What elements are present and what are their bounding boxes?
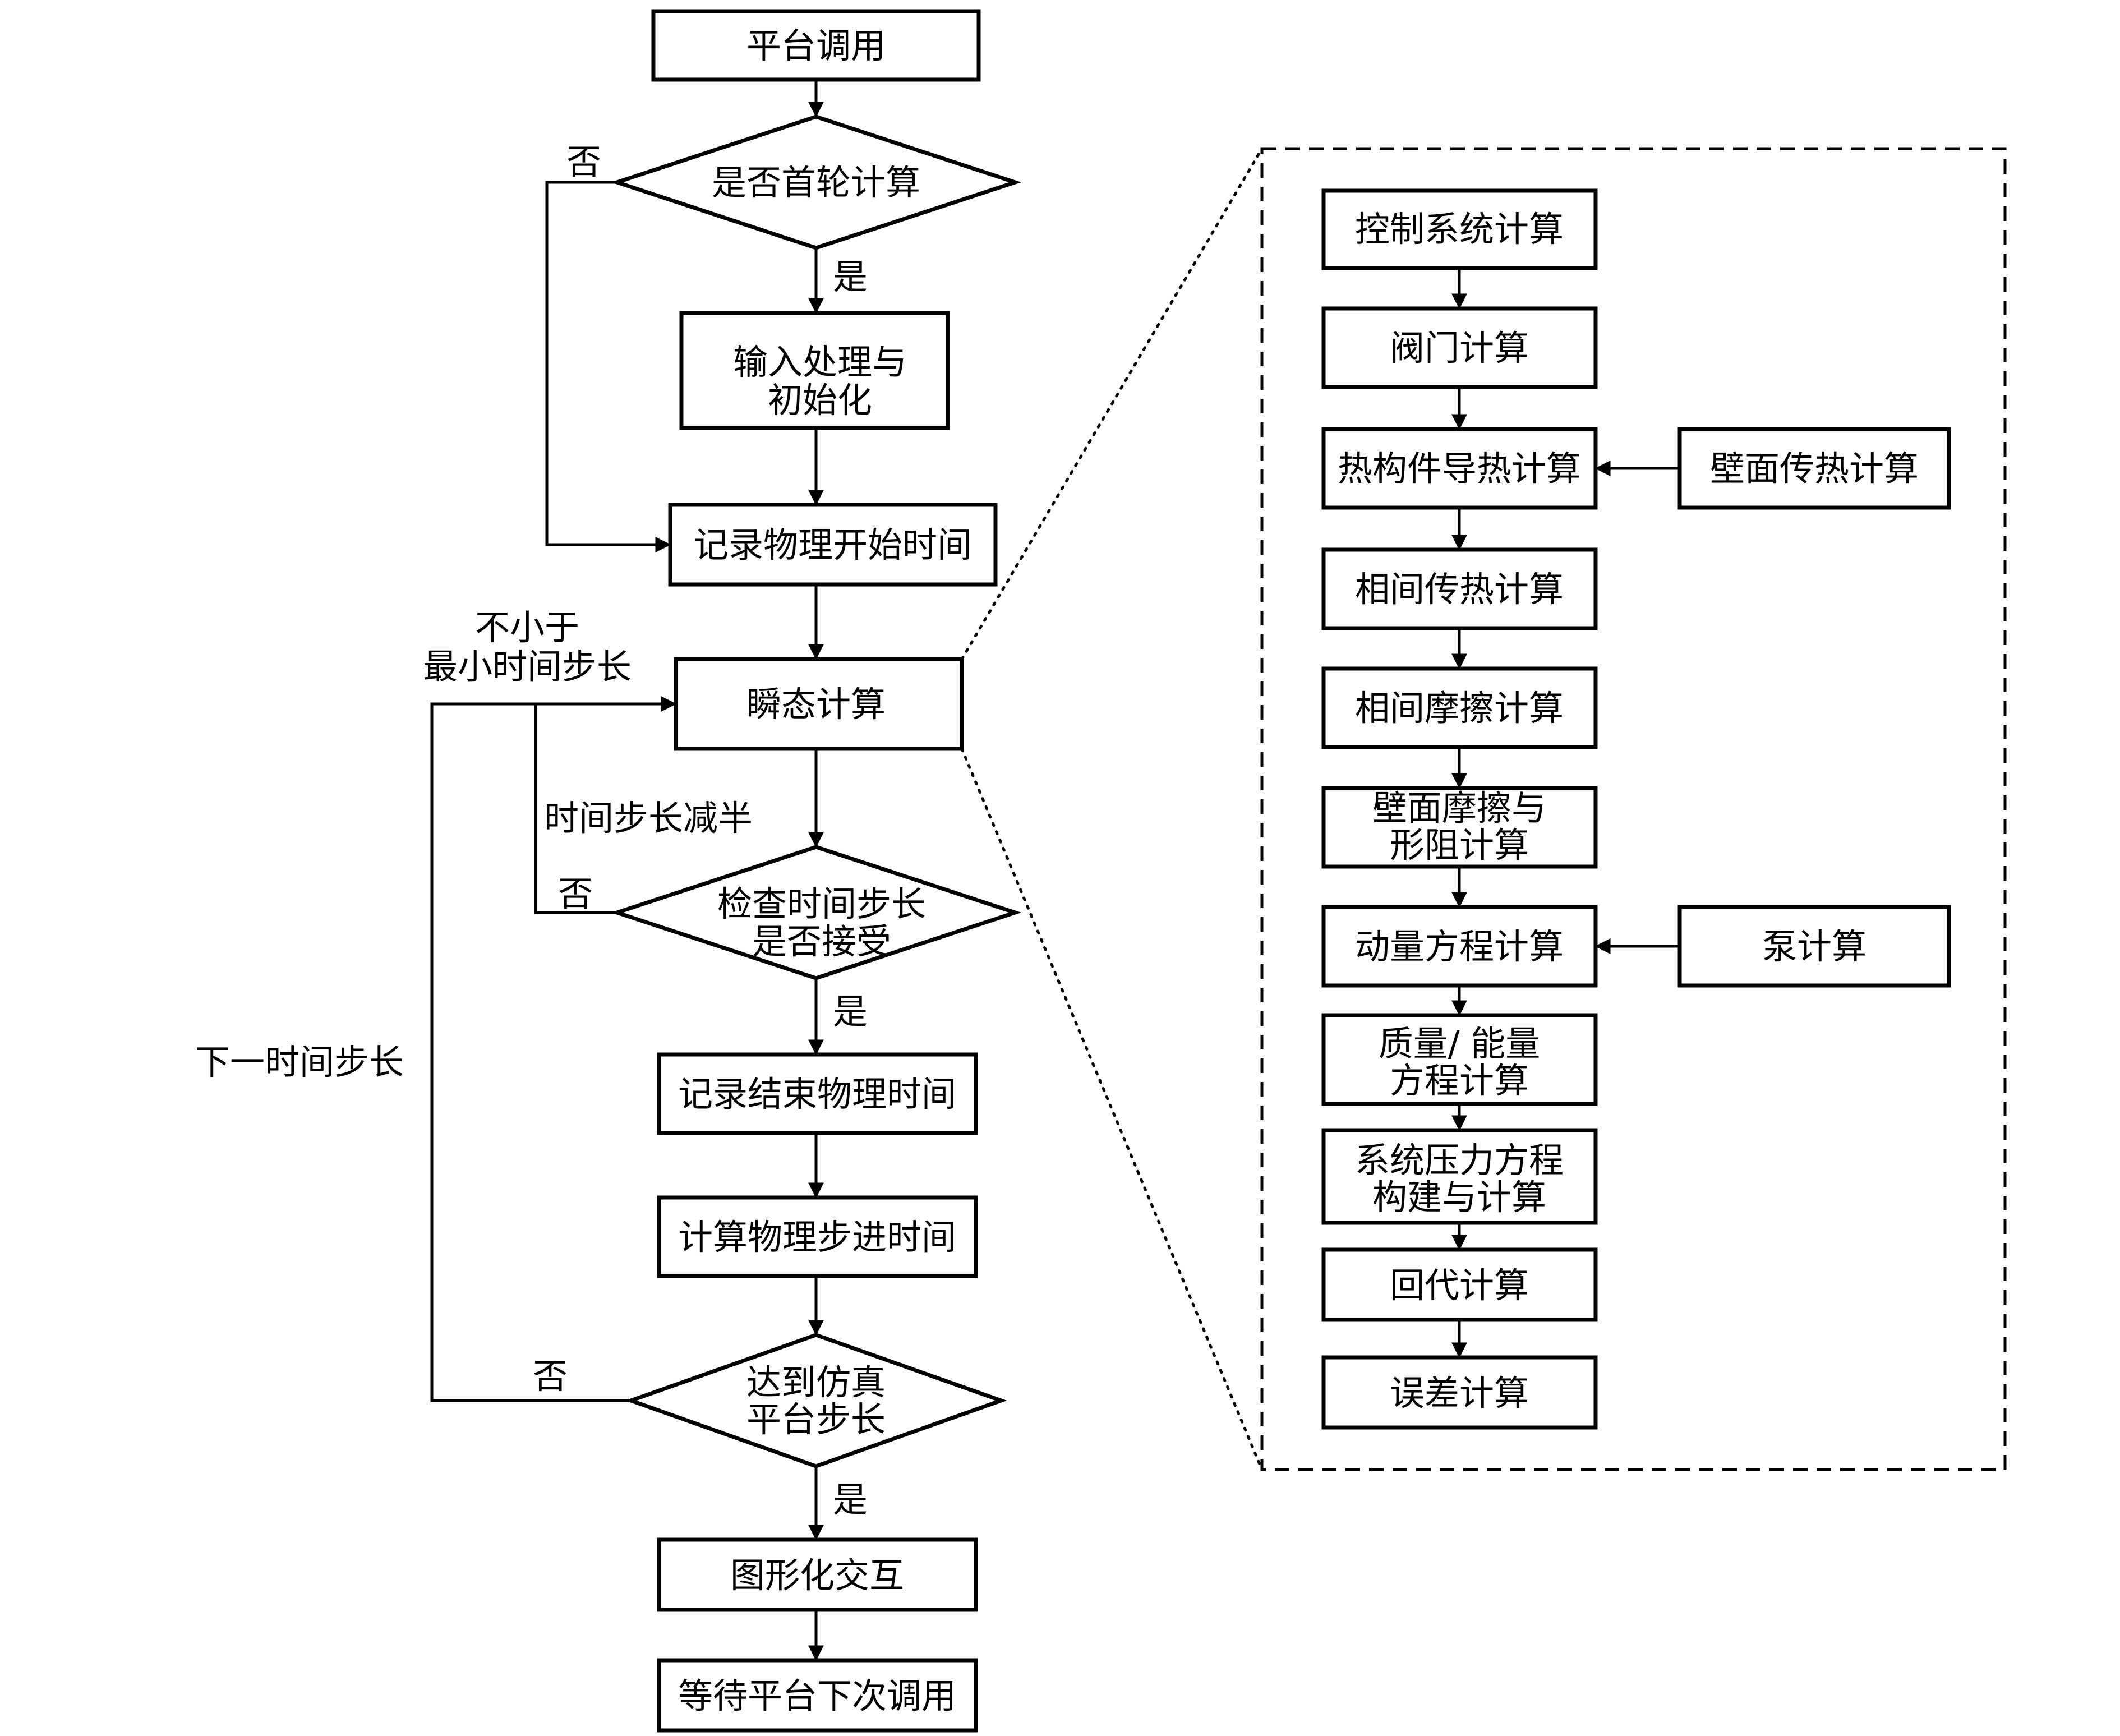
compute-step-box	[657, 1195, 978, 1278]
pump-label: 泵计算	[1762, 926, 1866, 967]
wall-friction-box	[1321, 786, 1598, 869]
arrow-halve-loop	[534, 696, 677, 914]
back-sub-label: 回代计算	[1390, 1265, 1529, 1306]
wall-heat-box	[1677, 427, 1951, 510]
compute-step-label: 计算物理步进时间	[678, 1217, 956, 1258]
min-step-label-2: 最小时间步长	[423, 646, 632, 687]
no-first-label: 否	[566, 141, 601, 182]
error-label: 误差计算	[1390, 1373, 1529, 1413]
zoom-line-top	[960, 147, 1264, 661]
no-reach-label: 否	[533, 1356, 568, 1397]
record-start-label: 记录物理开始时间	[694, 524, 972, 565]
zoom-line-bottom	[960, 747, 1264, 1471]
error-box	[1321, 1355, 1598, 1430]
input-init-label-1: 输入处理与	[733, 342, 907, 383]
reach-step-label-1: 达到仿真	[746, 1362, 886, 1403]
pressure-label-2: 构建与计算	[1372, 1177, 1546, 1218]
next-step-label: 下一时间步长	[195, 1042, 404, 1083]
arrow-next-step-loop	[430, 702, 631, 1402]
wall-friction-label-1: 壁面摩擦与	[1372, 788, 1546, 828]
check-timestep-label-1: 检查时间步长	[717, 883, 926, 924]
phase-friction-box	[1321, 666, 1598, 749]
phase-friction-label: 相间摩擦计算	[1355, 688, 1564, 729]
phase-heat-label: 相间传热计算	[1355, 569, 1564, 610]
transient-calc-box	[674, 657, 964, 751]
mass-energy-label-1: 质量/ 能量	[1379, 1023, 1541, 1064]
reach-step-label-2: 平台步长	[746, 1399, 886, 1440]
graphic-interact-label: 图形化交互	[730, 1555, 904, 1596]
wall-heat-label: 壁面传热计算	[1710, 448, 1919, 489]
min-step-label-1: 不小于	[475, 607, 579, 648]
platform-call-box	[651, 9, 981, 82]
wall-friction-label-2: 形阻计算	[1390, 825, 1529, 865]
mass-energy-box	[1321, 1013, 1598, 1106]
wait-next-label: 等待平台下次调用	[678, 1675, 956, 1716]
pressure-label-1: 系统压力方程	[1355, 1140, 1564, 1181]
record-end-box	[657, 1052, 978, 1135]
platform-call-label: 平台调用	[746, 25, 886, 66]
no-check-label: 否	[558, 873, 593, 914]
halve-step-label: 时间步长减半	[544, 798, 753, 839]
back-sub-box	[1321, 1247, 1598, 1322]
record-end-label: 记录结束物理时间	[678, 1074, 956, 1115]
first-round-label: 是否首轮计算	[712, 162, 920, 203]
arrow-not-first-bypass	[545, 181, 671, 552]
yes-first-label: 是	[833, 256, 868, 297]
momentum-label: 动量方程计算	[1355, 926, 1564, 967]
input-init-label-2: 初始化	[768, 380, 872, 421]
valve-label: 阀门计算	[1390, 328, 1529, 369]
yes-reach-label: 是	[833, 1479, 868, 1520]
yes-check-label: 是	[833, 991, 868, 1032]
wait-next-box	[657, 1658, 978, 1733]
check-timestep-label-2: 是否接受	[752, 921, 891, 962]
control-label: 控制系统计算	[1355, 209, 1564, 250]
transient-calc-label: 瞬态计算	[746, 684, 886, 725]
mass-energy-label-2: 方程计算	[1390, 1060, 1529, 1101]
heat-conduct-label: 热构件导热计算	[1338, 448, 1581, 489]
detail-panel-border	[1260, 147, 2007, 1471]
record-start-box	[668, 503, 998, 587]
